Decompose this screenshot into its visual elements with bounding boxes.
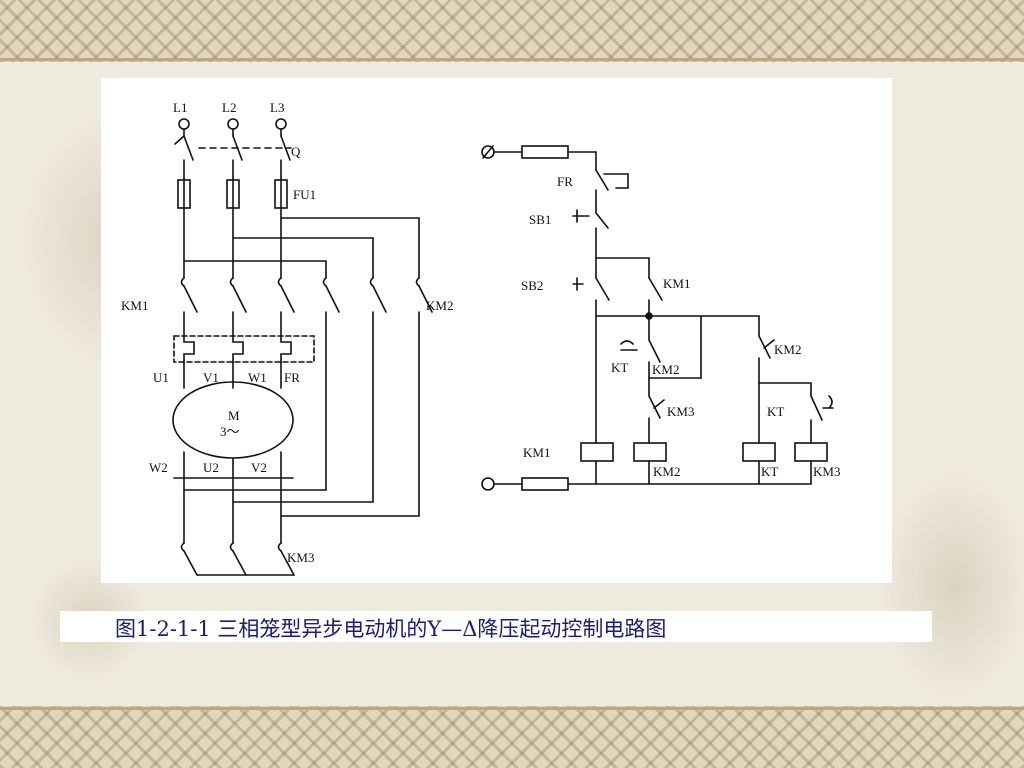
figure-caption: 图1-2-1-1 三相笼型异步电动机的Y—Δ降压起动控制电路图: [115, 617, 667, 641]
motor-phase-label: 3～: [220, 424, 240, 439]
label-kt-delay: KT: [767, 404, 784, 419]
caption-box: 图1-2-1-1 三相笼型异步电动机的Y—Δ降压起动控制电路图: [60, 611, 932, 642]
label-w1: W1: [248, 370, 267, 385]
coil-km2-label: KM2: [653, 464, 680, 479]
label-l1: L1: [173, 100, 187, 115]
circuit-diagram-panel: L1 L2 L3 Q FU1 KM1 KM2 U1 V1 W1 FR M 3～ …: [101, 78, 892, 583]
coil-kt-label: KT: [761, 464, 778, 479]
label-km1-hold: KM1: [663, 276, 690, 291]
coil-km1-label: KM1: [523, 445, 550, 460]
label-q: Q: [291, 144, 301, 159]
label-km1-main: KM1: [121, 298, 148, 313]
label-fr-control: FR: [557, 174, 573, 189]
label-km2-main: KM2: [426, 298, 453, 313]
motor-label: M: [228, 408, 240, 423]
top-decorative-border: [0, 0, 1024, 62]
label-w2: W2: [149, 460, 168, 475]
label-u2: U2: [203, 460, 219, 475]
label-km2-interlock: KM2: [652, 362, 679, 377]
label-l2: L2: [222, 100, 236, 115]
label-u1: U1: [153, 370, 169, 385]
border-rule: [0, 707, 1024, 710]
label-sb2: SB2: [521, 278, 543, 293]
label-fu1: FU1: [293, 187, 316, 202]
label-km2-right: KM2: [774, 342, 801, 357]
label-km3-main: KM3: [287, 550, 314, 565]
coil-km3-label: KM3: [813, 464, 840, 479]
label-kt-nc: KT: [611, 360, 628, 375]
circuit-diagram: L1 L2 L3 Q FU1 KM1 KM2 U1 V1 W1 FR M 3～ …: [121, 100, 840, 576]
border-rule: [0, 58, 1024, 61]
label-v2: V2: [251, 460, 267, 475]
bottom-decorative-border: [0, 706, 1024, 768]
label-sb1: SB1: [529, 212, 551, 227]
label-v1: V1: [203, 370, 219, 385]
label-km3-interlock: KM3: [667, 404, 694, 419]
label-l3: L3: [270, 100, 284, 115]
background-plum-branch: [880, 470, 1024, 700]
label-fr-main: FR: [284, 370, 300, 385]
